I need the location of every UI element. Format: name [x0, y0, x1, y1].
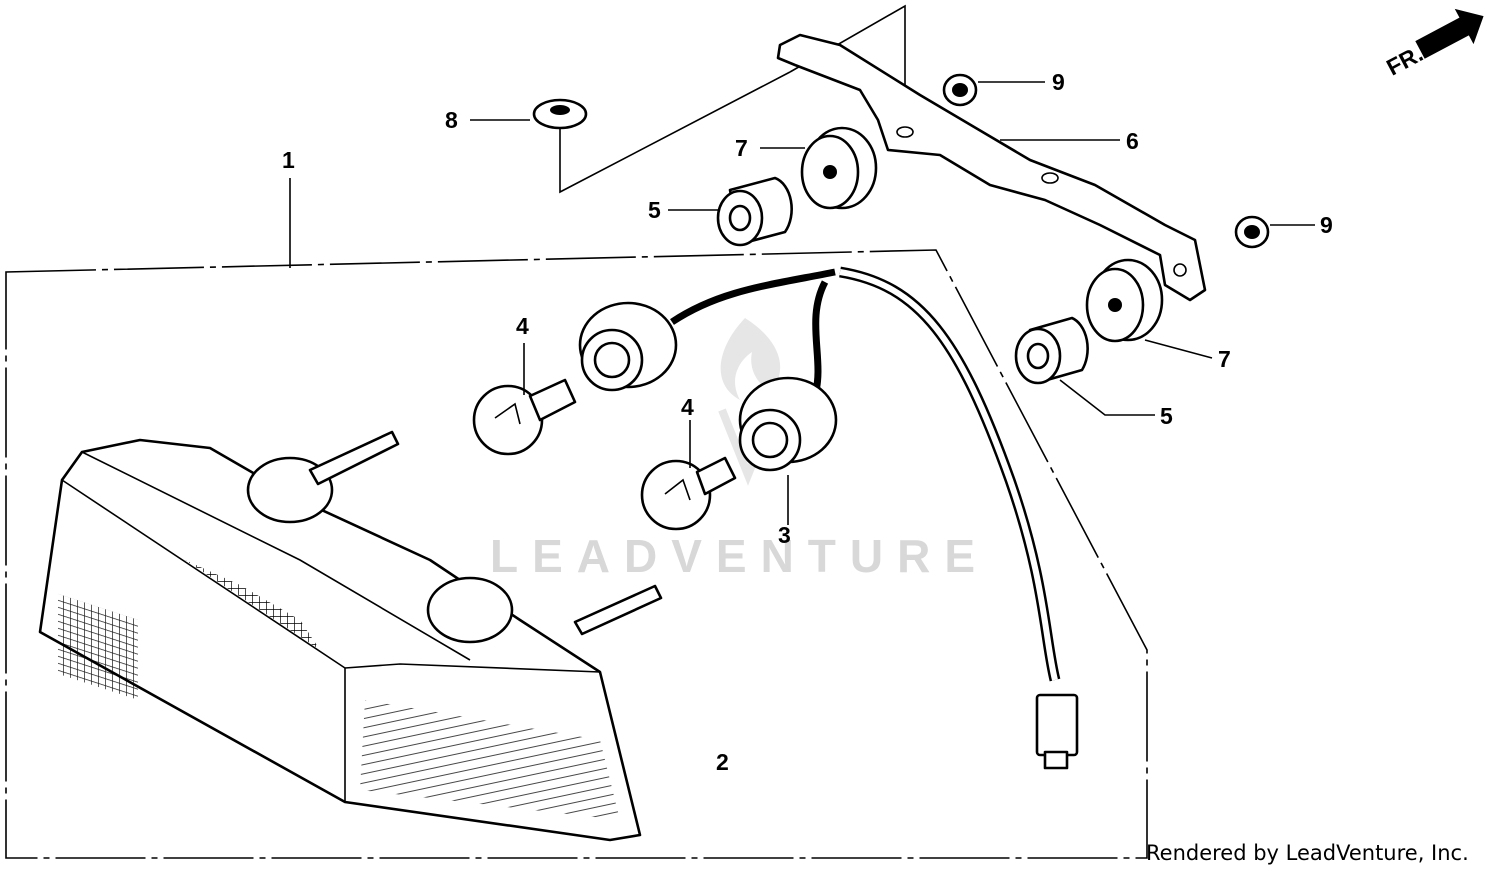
callout-5b: 5 [1160, 403, 1173, 429]
mounting-bracket [776, 33, 1207, 302]
collar-upper [716, 176, 793, 247]
bulb-upper [472, 378, 577, 456]
grommet-lower [1085, 258, 1164, 343]
assembly-outline [5, 249, 1148, 859]
callout-6: 6 [1126, 128, 1139, 154]
socket-harness [578, 266, 1079, 770]
callout-5a: 5 [648, 197, 661, 223]
collar-lower [1014, 316, 1089, 385]
callout-3: 3 [778, 522, 791, 548]
leader-5b [1059, 379, 1155, 416]
washer [532, 98, 588, 130]
callout-4b: 4 [681, 394, 694, 420]
callout-8: 8 [445, 107, 458, 133]
callout-4a: 4 [516, 313, 529, 339]
callout-7a: 7 [735, 135, 748, 161]
leader-7b [1144, 339, 1213, 359]
callout-7b: 7 [1218, 346, 1231, 372]
direction-arrow: FR. [1382, 8, 1484, 81]
grommet-upper [800, 126, 878, 210]
nut-upper [942, 73, 978, 107]
nut-lower [1234, 215, 1270, 249]
callout-9b: 9 [1320, 212, 1333, 238]
taillight-lens [38, 430, 663, 842]
watermark-text: LEADVENTURE [490, 530, 989, 582]
bulb-lower [640, 456, 737, 531]
leader-8 [559, 71, 791, 194]
callout-1: 1 [282, 147, 295, 173]
callout-9a: 9 [1052, 69, 1065, 95]
callout-2: 2 [716, 749, 729, 775]
watermark: LEADVENTURE [490, 318, 989, 582]
render-credit: Rendered by LeadVenture, Inc. [1146, 841, 1469, 865]
